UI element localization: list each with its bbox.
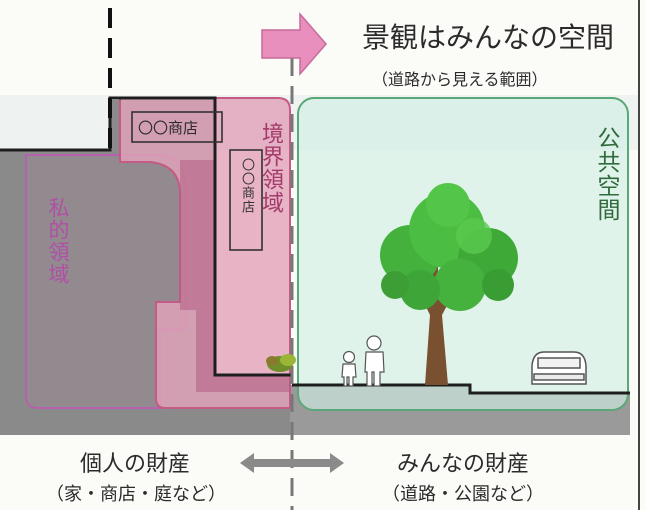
left-caption-title: 個人の財産 (80, 452, 191, 477)
shrub (266, 354, 296, 372)
right-caption-detail: （道路・公園など） (382, 484, 544, 505)
public-zone-label: 公共空間 (593, 126, 619, 222)
child-figure (341, 350, 357, 387)
private-zone-label: 私的領域 (46, 197, 70, 285)
subtitle: （道路から見える範囲） (372, 70, 548, 89)
shop-sign-vertical-box (229, 149, 263, 251)
shop-sign-horizontal-box (131, 111, 223, 143)
title: 景観はみんなの空間 (362, 21, 615, 54)
road-line (292, 383, 630, 395)
shop-sign-vertical: 〇〇商店 (239, 158, 254, 214)
wall-outline (0, 96, 292, 377)
car (531, 351, 587, 385)
right-caption-title: みんなの財産 (397, 452, 530, 477)
view-arrow (261, 11, 327, 77)
boundary-zone-label: 境界領域 (258, 122, 283, 214)
adult-figure (364, 335, 385, 387)
shop-sign-horizontal: 〇〇商店 (138, 119, 199, 137)
double-arrow (240, 453, 344, 473)
boundary-core (180, 160, 290, 392)
left-caption-detail: （家・商店・庭など） (46, 484, 226, 505)
tree-canopy (380, 183, 518, 311)
